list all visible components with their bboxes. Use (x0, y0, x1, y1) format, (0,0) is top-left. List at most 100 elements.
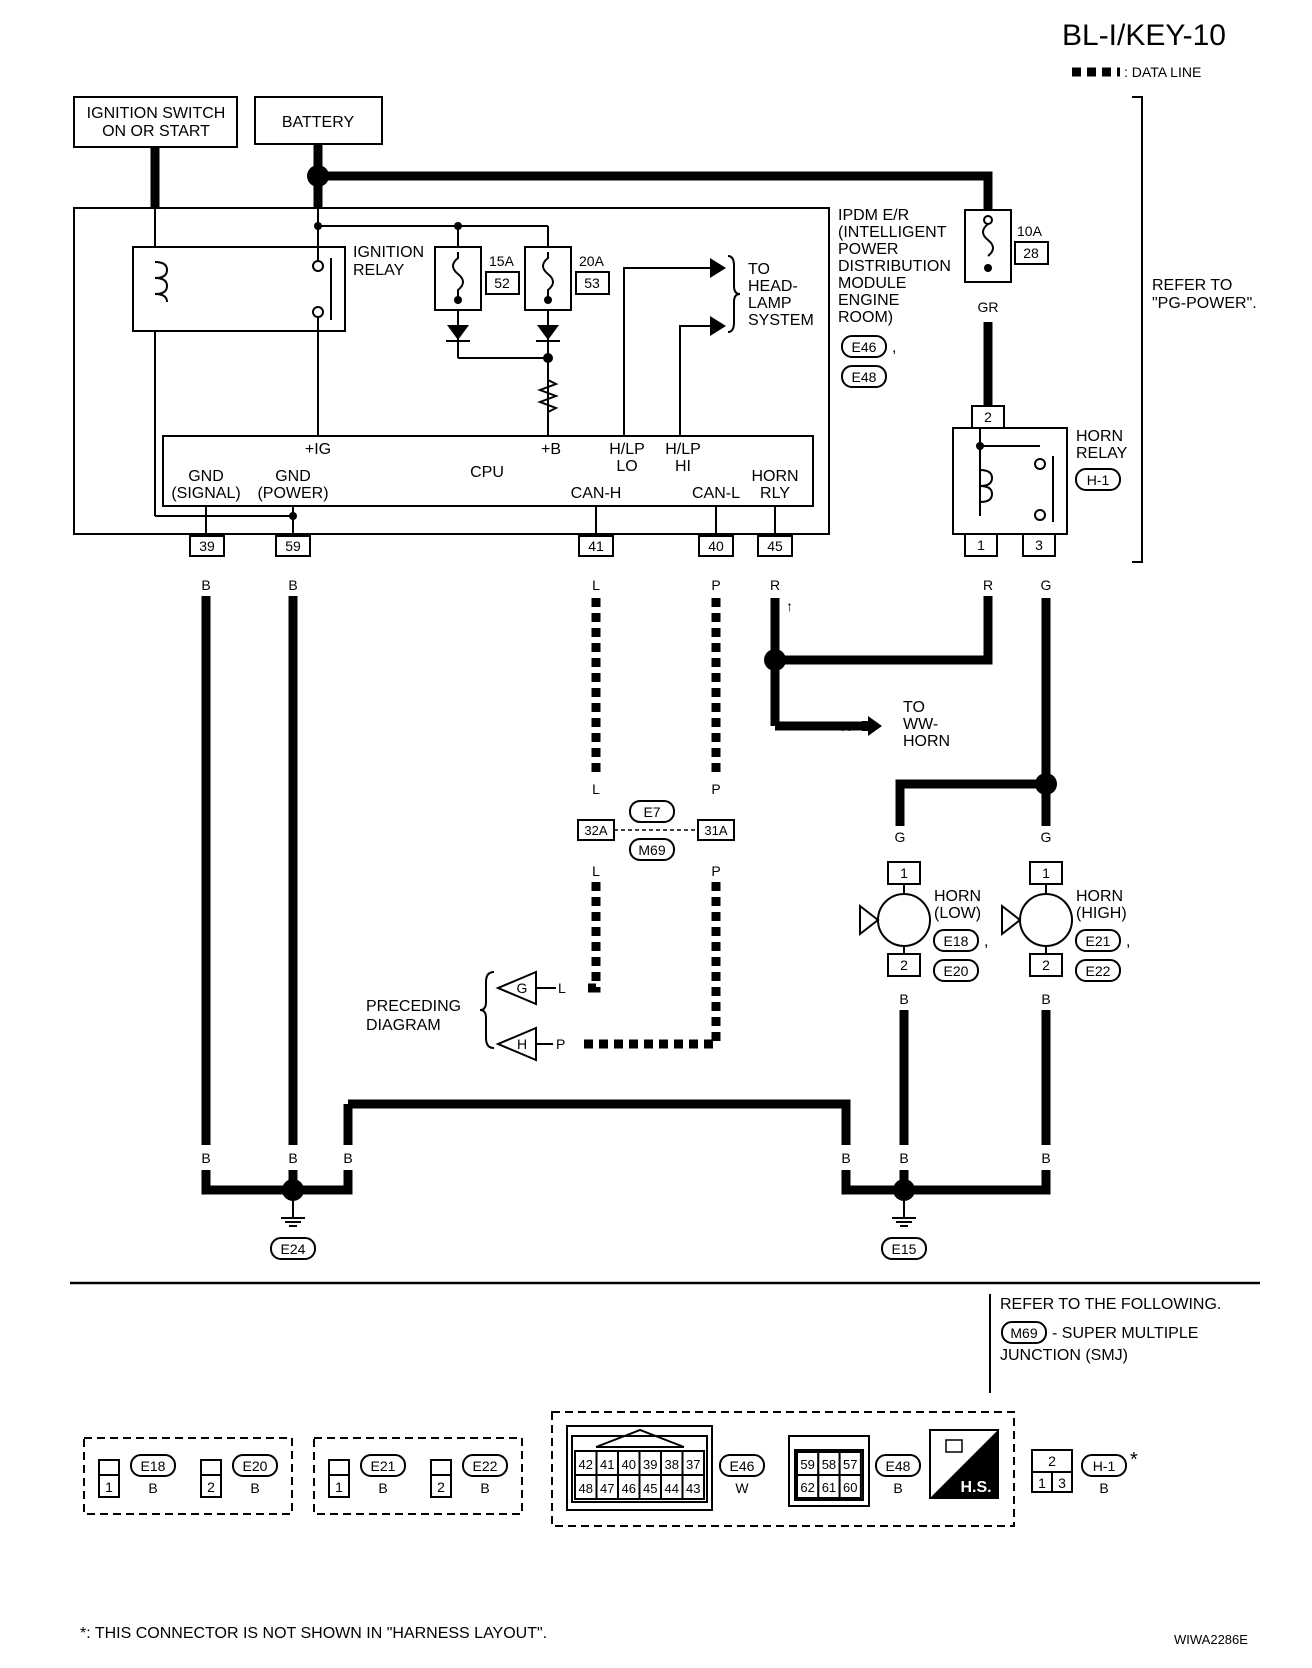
connector-pin-number: 59 (800, 1457, 814, 1472)
svg-text:59: 59 (285, 538, 301, 554)
connector-pin-number: 41 (600, 1457, 614, 1472)
connector-pin-number: 40 (622, 1457, 636, 1472)
wire-r: R (983, 577, 993, 593)
refer-following-1: REFER TO THE FOLLOWING. (1000, 1296, 1221, 1313)
fuse-20a-no: 53 (584, 275, 600, 291)
pin-gnd-power-2: (POWER) (257, 485, 328, 502)
wire-40-color: P (711, 577, 720, 593)
figure-code: WIWA2286E (1174, 1632, 1248, 1647)
connector-pin-number: 48 (579, 1481, 593, 1496)
svg-text:B: B (250, 1480, 259, 1496)
svg-text:32A: 32A (584, 823, 607, 838)
comma: , (892, 339, 896, 356)
terminal-41: 41 (578, 535, 614, 557)
ignition-relay-label-2: RELAY (353, 262, 405, 279)
conn-h1-label: H-1 (1093, 1458, 1116, 1474)
ipdm-conn-e46: E46 (852, 339, 877, 355)
ignition-relay (132, 246, 346, 332)
to-headlamp-1: TO (748, 261, 770, 278)
wire-b: B (899, 991, 908, 1007)
terminal-39: 39 (189, 535, 225, 557)
pin-can-l: CAN-L (692, 485, 740, 502)
svg-text:2: 2 (1042, 957, 1050, 973)
wire-l: L (592, 781, 600, 797)
horn-low-conn-1: E18 (944, 933, 969, 949)
svg-text:39: 39 (199, 538, 215, 554)
horn-relay-label-1: HORN (1076, 428, 1123, 445)
pin-b: +B (541, 441, 561, 458)
horn-icon (1001, 903, 1022, 937)
wire-b: B (343, 1150, 352, 1166)
pin-horn-rly-2: RLY (760, 485, 790, 502)
preceding-label-2: DIAGRAM (366, 1017, 441, 1034)
horn-low: 1 2 (859, 861, 931, 977)
diode-icon (447, 325, 469, 340)
ipdm-name-5: MODULE (838, 275, 906, 292)
wire-g: G (895, 829, 906, 845)
wire-g: G (1041, 577, 1052, 593)
svg-text:3: 3 (1035, 537, 1043, 553)
ignition-relay-label-1: IGNITION (353, 244, 424, 261)
connector-group-ipdm (551, 1411, 1015, 1527)
svg-text:1: 1 (335, 1479, 343, 1495)
wire-b: B (841, 1150, 850, 1166)
battery-label: BATTERY (282, 114, 355, 131)
ipdm-name-2: (INTELLIGENT (838, 224, 947, 241)
svg-text:B: B (893, 1480, 902, 1496)
resistor-icon (537, 379, 559, 413)
ground-e24: E24 (281, 1241, 306, 1257)
connector-pin-number: 46 (622, 1481, 636, 1496)
svg-text:41: 41 (588, 538, 604, 554)
comma: , (1126, 933, 1130, 950)
terminal-45: 45 (757, 535, 793, 557)
fuse-15a-no: 52 (494, 275, 510, 291)
ignition-switch-label-1: IGNITION SWITCH (87, 105, 226, 122)
preceding-h-marker: H (495, 1026, 537, 1062)
wire-l: L (558, 980, 566, 996)
svg-text:H: H (517, 1036, 527, 1052)
ipdm-name-1: IPDM E/R (838, 207, 909, 224)
horn-low-label-2: (LOW) (934, 905, 981, 922)
ipdm-name-6: ENGINE (838, 292, 899, 309)
connector-pin-number: 47 (600, 1481, 614, 1496)
pin-hlp-hi-2: HI (675, 458, 691, 475)
connector-pin-number: 37 (686, 1457, 700, 1472)
junction-32a: 32A (577, 819, 615, 841)
horn-low-conn-2: E20 (944, 963, 969, 979)
wire-g: G (1041, 829, 1052, 845)
connector-group-horn-high (313, 1437, 523, 1515)
svg-text:1: 1 (977, 537, 985, 553)
pin-gnd-power-1: GND (275, 468, 311, 485)
data-line-label: : DATA LINE (1124, 64, 1201, 80)
svg-text:B: B (1099, 1480, 1108, 1496)
refer-following-3: JUNCTION (SMJ) (1000, 1347, 1128, 1364)
refer-following-2: - SUPER MULTIPLE (1052, 1325, 1198, 1342)
connector-group-horn-low (83, 1437, 293, 1515)
connector-pin-number: 62 (800, 1480, 814, 1495)
star-mark: * (1130, 1449, 1138, 1471)
svg-text:B: B (378, 1480, 387, 1496)
svg-text:2: 2 (984, 409, 992, 425)
connector-pin-number: 43 (686, 1481, 700, 1496)
arrow-ww-horn-icon (868, 716, 882, 736)
ipdm-box (73, 207, 830, 535)
horn-high-label-1: HORN (1076, 888, 1123, 905)
fuse-15a-amp: 15A (489, 253, 515, 269)
battery-box (254, 96, 383, 145)
ground-splice-e24 (282, 1179, 304, 1201)
wire-59-color: B (288, 577, 297, 593)
cpu-label: CPU (470, 464, 504, 481)
wire-b: B (1041, 1150, 1050, 1166)
comma: , (984, 933, 988, 950)
wire-41-color: L (592, 577, 600, 593)
ground-icon (892, 1200, 916, 1227)
connector-pin-number: 58 (822, 1457, 836, 1472)
conn-e22: E22 (473, 1458, 498, 1474)
ipdm-name-4: DISTRIBUTION (838, 258, 951, 275)
wire-b: B (899, 1150, 908, 1166)
data-line-legend: : DATA LINE (1072, 64, 1201, 80)
pin-can-h: CAN-H (571, 485, 622, 502)
